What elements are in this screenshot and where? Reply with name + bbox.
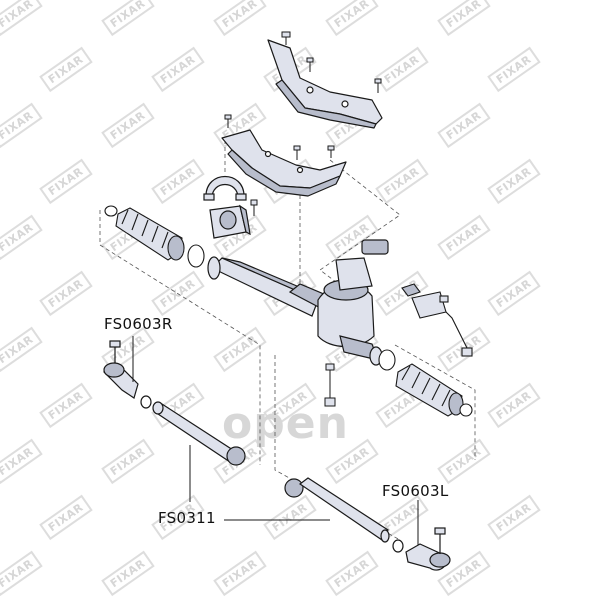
bolt-housing [324, 363, 336, 407]
sensor-and-connector [401, 283, 473, 357]
leader-lines [132, 336, 419, 545]
bolts-top [281, 31, 382, 93]
right-boot [378, 349, 473, 417]
inner-tie-rod-part [152, 401, 246, 466]
steering-rack-housing [207, 239, 389, 366]
tie-rod-end-right-part [103, 340, 152, 409]
rack-mount-clamp [203, 175, 247, 201]
rack-mount-bushing [209, 204, 251, 239]
tie-rod-end-left-part [392, 527, 451, 571]
lower-heat-shield [221, 129, 347, 197]
bolts-middle [224, 114, 335, 216]
label-inner-tie-rod: FS0311 [158, 509, 216, 527]
label-tie-rod-end-left: FS0603L [382, 482, 449, 500]
inner-tie-rod-part-2 [284, 477, 390, 543]
upper-heat-shield [267, 39, 383, 129]
left-boot [104, 205, 205, 268]
label-tie-rod-end-right: FS0603R [104, 315, 173, 333]
assembly-dash-lines [99, 140, 476, 541]
